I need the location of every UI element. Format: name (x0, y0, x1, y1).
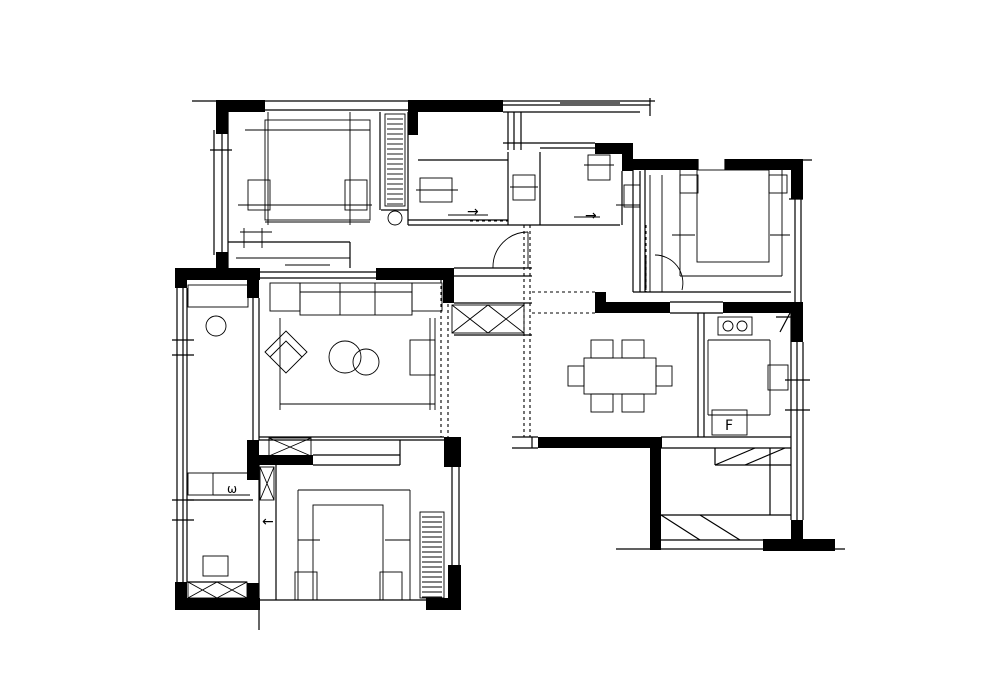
column-circle (387, 210, 403, 226)
bedroom-top-right (645, 169, 790, 292)
wardrobe-hatch (384, 113, 406, 207)
fridge (711, 409, 748, 436)
coffee-table (328, 340, 362, 374)
chair (621, 339, 645, 359)
lounge-chair (264, 330, 308, 374)
washer-icon: ω (227, 482, 237, 496)
nightstand (294, 571, 318, 601)
bedroom-bottom-left: ← (187, 489, 411, 601)
door-swing (492, 231, 529, 269)
plant-pot (205, 315, 227, 337)
dining-area (567, 339, 673, 413)
window-cabinet (187, 581, 248, 599)
door-arrow-icon: → (585, 208, 597, 224)
door-arrow-icon: ← (262, 514, 274, 530)
cooktop (717, 316, 753, 336)
door-arrow-icon: → (467, 204, 479, 220)
nightstand (379, 571, 403, 601)
double-bed (312, 504, 384, 601)
partition-walls (172, 98, 845, 630)
storage-cabinet (268, 437, 312, 457)
chair (590, 339, 614, 359)
side-table (409, 339, 436, 376)
fridge-icon: F (725, 418, 733, 434)
sofa (299, 282, 413, 316)
toilet (512, 174, 536, 201)
chair (621, 393, 645, 413)
double-bed (696, 169, 770, 263)
burner-icon (736, 320, 748, 332)
nightstand (679, 174, 699, 194)
sink (767, 364, 789, 391)
kitchen: F (707, 316, 789, 436)
wardrobe-hatch (419, 511, 445, 599)
door-swing (645, 254, 684, 291)
side-table (202, 555, 229, 577)
double-bed (264, 119, 371, 221)
burner-icon (722, 320, 734, 332)
chair (590, 393, 614, 413)
balcony-left: ω (187, 284, 275, 501)
wall-shelf (623, 184, 641, 208)
nightstand (344, 179, 368, 211)
chair (655, 365, 673, 387)
dashed-boundaries (440, 220, 647, 437)
dining-table (583, 357, 657, 395)
hatch-frame (419, 511, 445, 599)
bathroom-top-center: → → (416, 154, 641, 224)
console-cabinet (451, 304, 525, 334)
living-room (264, 282, 525, 457)
tall-cabinet (259, 466, 275, 501)
nightstand (247, 179, 271, 211)
basin (587, 154, 611, 181)
structural-walls (175, 100, 835, 610)
chair (567, 365, 585, 387)
nightstand (768, 174, 788, 194)
hatch-frame (384, 113, 406, 207)
bedroom-top-left (236, 112, 372, 266)
armchair (411, 282, 443, 312)
armchair (269, 282, 301, 312)
sink (187, 472, 214, 496)
coffee-table (352, 348, 380, 376)
cabinet (187, 284, 249, 308)
